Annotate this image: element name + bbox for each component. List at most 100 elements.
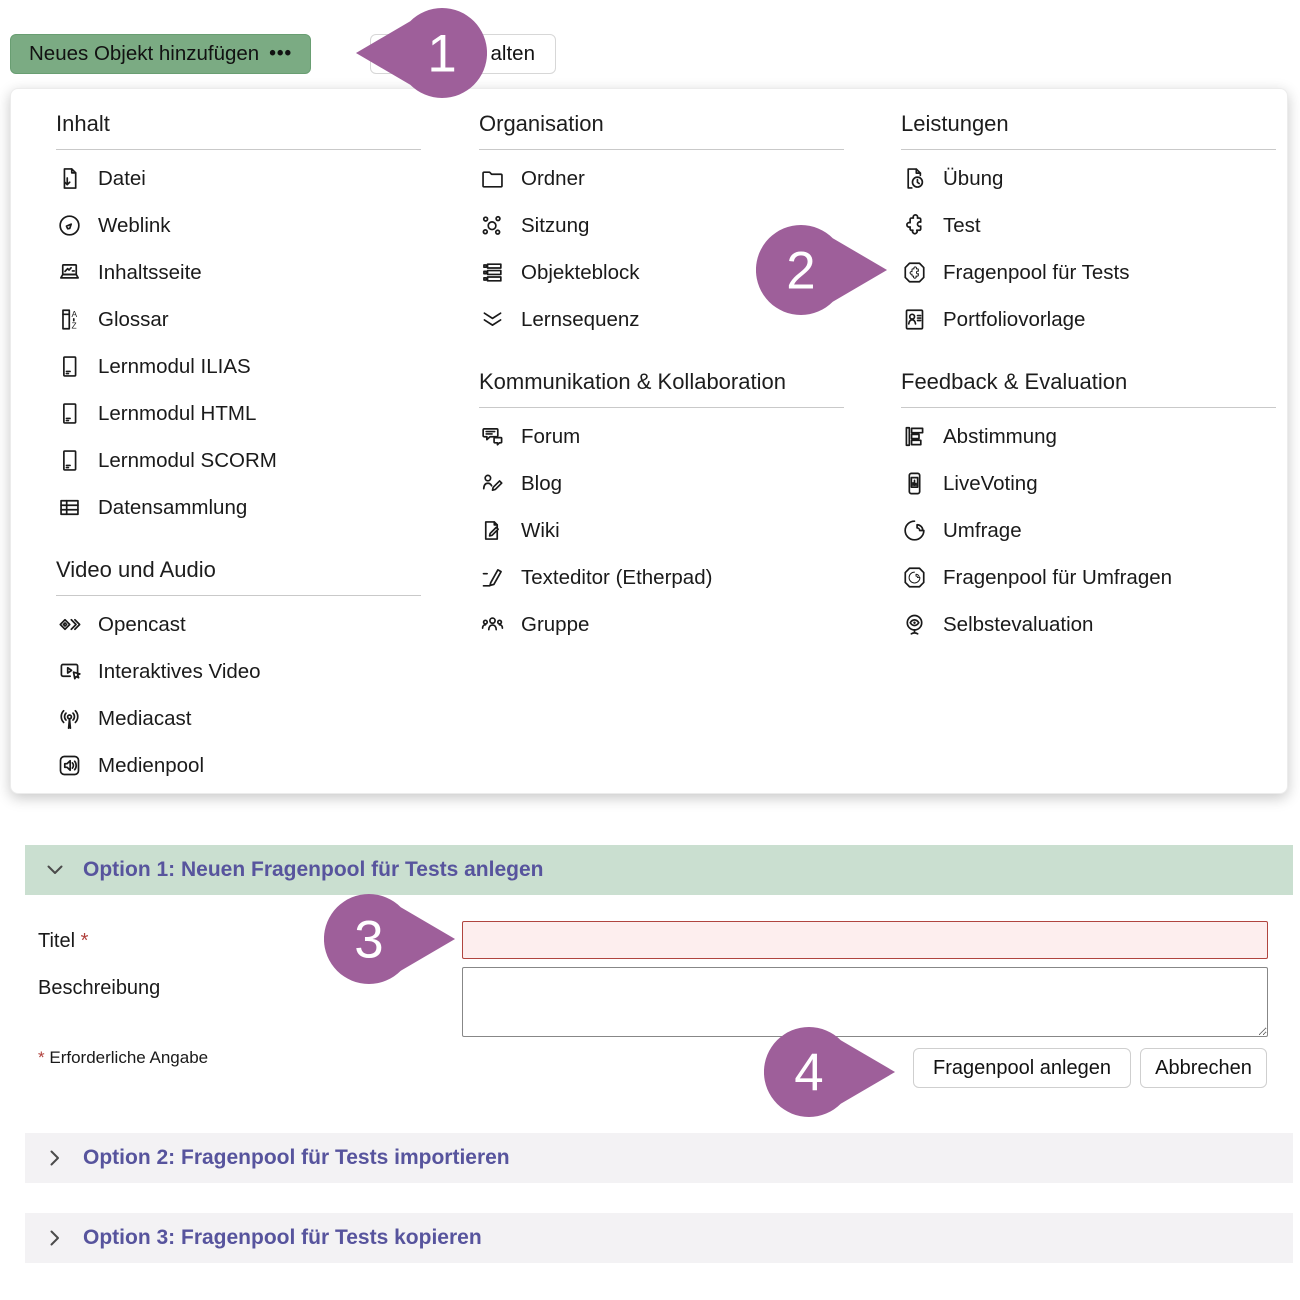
puzzle-badge-icon xyxy=(901,259,928,286)
pie-chart-icon xyxy=(901,517,928,544)
menu-item-wiki[interactable]: Wiki xyxy=(479,507,844,554)
cancel-button[interactable]: Abbrechen xyxy=(1140,1048,1267,1088)
table-icon xyxy=(56,494,83,521)
section-title-inhalt: Inhalt xyxy=(56,111,110,136)
menu-item-label: LiveVoting xyxy=(943,471,1038,495)
phone-chart-icon xyxy=(901,470,928,497)
create-question-pool-button[interactable]: Fragenpool anlegen xyxy=(913,1048,1131,1088)
option1-accordion-header[interactable]: Option 1: Neuen Fragenpool für Tests anl… xyxy=(25,845,1293,895)
menu-item-label: Forum xyxy=(521,424,581,448)
add-new-object-label: Neues Objekt hinzufügen xyxy=(29,42,260,65)
beschreibung-label: Beschreibung xyxy=(38,977,161,999)
callout-marker-4: 4 xyxy=(764,1027,896,1117)
required-note: * Erforderliche Angabe xyxy=(38,1048,209,1067)
menu-item-interaktives-video[interactable]: Interaktives Video xyxy=(56,648,421,695)
menu-item-mediacast[interactable]: Mediacast xyxy=(56,695,421,742)
session-circles-icon xyxy=(479,212,506,239)
menu-item-forum[interactable]: Forum xyxy=(479,413,844,460)
speaker-icon xyxy=(56,752,83,779)
menu-item-gruppe[interactable]: Gruppe xyxy=(479,601,844,648)
menu-column-1: Inhalt Datei Weblink Inhaltsseite Glossa… xyxy=(56,111,421,789)
menu-item-lernsequenz[interactable]: Lernsequenz xyxy=(479,296,844,343)
section-header: Inhalt xyxy=(56,111,421,150)
menu-item-inhaltsseite[interactable]: Inhaltsseite xyxy=(56,249,421,296)
menu-column-2: Organisation Ordner Sitzung Objekteblock… xyxy=(479,111,844,648)
menu-item-objekteblock[interactable]: Objekteblock xyxy=(479,249,844,296)
required-asterisk: * xyxy=(38,1048,45,1067)
beschreibung-textarea[interactable] xyxy=(462,967,1268,1037)
chevron-down-icon xyxy=(47,865,63,874)
menu-item-label: Abstimmung xyxy=(943,424,1057,448)
menu-item-abstimmung[interactable]: Abstimmung xyxy=(901,413,1276,460)
option3-title: Option 3: Fragenpool für Tests kopieren xyxy=(83,1226,482,1249)
menu-item-label: Umfrage xyxy=(943,518,1022,542)
menu-item-label: Test xyxy=(943,213,981,237)
learning-module-icon xyxy=(56,400,83,427)
menu-item-fragenpool-umfragen[interactable]: Fragenpool für Umfragen xyxy=(901,554,1276,601)
section-header: Organisation xyxy=(479,111,844,150)
section-header: Leistungen xyxy=(901,111,1276,150)
forum-bubbles-icon xyxy=(479,423,506,450)
pencil-line-icon xyxy=(479,564,506,591)
section-header: Feedback & Evaluation xyxy=(901,369,1276,408)
menu-column-3: Leistungen Übung Test Fragenpool für Tes… xyxy=(901,111,1276,648)
puzzle-icon xyxy=(901,212,928,239)
callout-marker-3: 3 xyxy=(324,894,456,984)
group-icon xyxy=(479,611,506,638)
menu-item-label: Mediacast xyxy=(98,706,192,730)
menu-item-label: Wiki xyxy=(521,518,560,542)
opencast-icon xyxy=(56,611,83,638)
menu-item-weblink[interactable]: Weblink xyxy=(56,202,421,249)
menu-item-uebung[interactable]: Übung xyxy=(901,155,1276,202)
option2-title: Option 2: Fragenpool für Tests importier… xyxy=(83,1146,510,1169)
file-clock-icon xyxy=(901,165,928,192)
menu-item-label: Gruppe xyxy=(521,612,590,636)
interactive-video-icon xyxy=(56,658,83,685)
menu-item-opencast[interactable]: Opencast xyxy=(56,601,421,648)
menu-item-blog[interactable]: Blog xyxy=(479,460,844,507)
menu-item-datei[interactable]: Datei xyxy=(56,155,421,202)
menu-item-umfrage[interactable]: Umfrage xyxy=(901,507,1276,554)
add-new-object-button[interactable]: Neues Objekt hinzufügen ••• xyxy=(10,34,312,74)
menu-item-label: Ordner xyxy=(521,166,585,190)
menu-item-lernmodul-ilias[interactable]: Lernmodul ILIAS xyxy=(56,343,421,390)
menu-item-label: Datei xyxy=(98,166,146,190)
person-pencil-icon xyxy=(479,470,506,497)
section-title-feedback: Feedback & Evaluation xyxy=(901,369,1128,394)
folder-icon xyxy=(479,165,506,192)
menu-item-glossar[interactable]: Glossar xyxy=(56,296,421,343)
toolbar-button-partially-hidden[interactable]: alten xyxy=(370,34,556,74)
menu-item-label: Lernmodul ILIAS xyxy=(98,354,251,378)
menu-item-livevoting[interactable]: LiveVoting xyxy=(901,460,1276,507)
menu-item-medienpool[interactable]: Medienpool xyxy=(56,742,421,789)
item-block-icon xyxy=(479,259,506,286)
menu-item-label: Interaktives Video xyxy=(98,659,261,683)
menu-item-fragenpool-tests[interactable]: Fragenpool für Tests xyxy=(901,249,1276,296)
menu-item-label: Selbstevaluation xyxy=(943,612,1094,636)
globe-icon xyxy=(56,212,83,239)
required-asterisk: * xyxy=(80,930,89,952)
broadcast-antenna-icon xyxy=(56,705,83,732)
menu-item-datensammlung[interactable]: Datensammlung xyxy=(56,484,421,531)
svg-text:4: 4 xyxy=(794,1044,823,1103)
menu-item-label: Lernmodul SCORM xyxy=(98,448,277,472)
section-feedback: Feedback & Evaluation Abstimmung LiveVot… xyxy=(901,369,1276,648)
file-download-icon xyxy=(56,165,83,192)
menu-item-label: Fragenpool für Tests xyxy=(943,260,1130,284)
menu-item-portfoliovorlage[interactable]: Portfoliovorlage xyxy=(901,296,1276,343)
menu-item-label: Texteditor (Etherpad) xyxy=(521,565,713,589)
option2-accordion-header[interactable]: Option 2: Fragenpool für Tests importier… xyxy=(25,1133,1293,1183)
menu-item-label: Blog xyxy=(521,471,563,495)
menu-item-lernmodul-scorm[interactable]: Lernmodul SCORM xyxy=(56,437,421,484)
titel-input[interactable] xyxy=(462,921,1268,959)
menu-item-label: Übung xyxy=(943,166,1004,190)
menu-item-ordner[interactable]: Ordner xyxy=(479,155,844,202)
menu-item-selbstevaluation[interactable]: Selbstevaluation xyxy=(901,601,1276,648)
menu-item-test[interactable]: Test xyxy=(901,202,1276,249)
menu-item-sitzung[interactable]: Sitzung xyxy=(479,202,844,249)
option3-accordion-header[interactable]: Option 3: Fragenpool für Tests kopieren xyxy=(25,1213,1293,1263)
svg-text:3: 3 xyxy=(354,911,383,970)
menu-item-texteditor[interactable]: Texteditor (Etherpad) xyxy=(479,554,844,601)
menu-item-lernmodul-html[interactable]: Lernmodul HTML xyxy=(56,390,421,437)
